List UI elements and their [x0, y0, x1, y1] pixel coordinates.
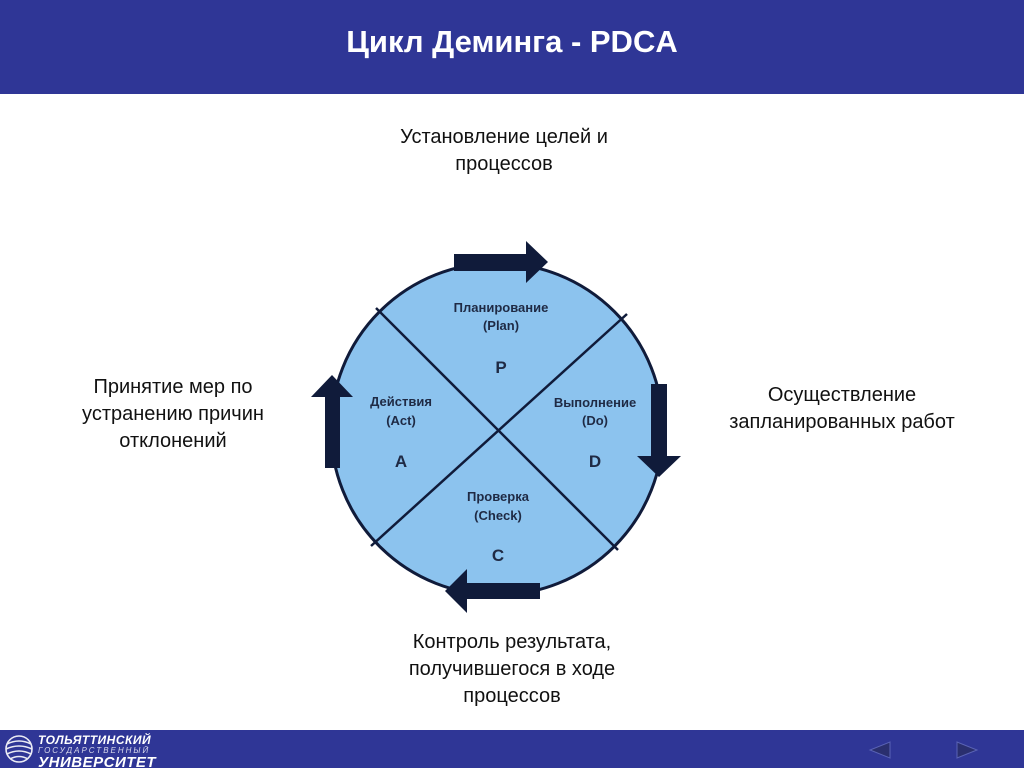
act-letter: A: [395, 452, 407, 471]
triangle-left-icon: [868, 741, 891, 759]
arrow-up-icon: [311, 375, 353, 468]
check-label: Проверка: [467, 489, 530, 504]
caption-plan-description: Установление целей и процессов: [400, 126, 608, 175]
page-title: Цикл Деминга - PDCA: [346, 24, 678, 59]
triangle-right-icon: [956, 741, 979, 759]
prev-slide-button[interactable]: [868, 741, 892, 759]
logo-line-1: ТОЛЬЯТТИНСКИЙ: [38, 733, 152, 747]
do-sub: (Do): [582, 413, 608, 428]
check-letter: C: [492, 546, 504, 565]
divider-line-2: [370, 313, 628, 547]
university-logo: ТОЛЬЯТТИНСКИЙ ГОСУДАРСТВЕННЫЙ УНИВЕРСИТЕ…: [38, 733, 157, 771]
footer-bar: ТОЛЬЯТТИНСКИЙ ГОСУДАРСТВЕННЫЙ УНИВЕРСИТЕ…: [0, 730, 1024, 771]
divider-line-1: [375, 307, 619, 551]
university-emblem-icon: [5, 735, 33, 763]
header-bar: Цикл Деминга - PDCA: [0, 0, 1024, 94]
arrow-left-icon: [445, 569, 540, 613]
act-sub: (Act): [386, 413, 416, 428]
check-sub: (Check): [474, 508, 522, 523]
plan-sub: (Plan): [483, 318, 519, 333]
caption-act-description: Принятие мер по устранению причин отклон…: [82, 376, 264, 452]
arrow-down-icon: [637, 384, 681, 477]
logo-line-3: УНИВЕРСИТЕТ: [38, 754, 157, 771]
arrow-right-icon: [454, 241, 548, 283]
caption-do-description: Осуществление запланированных работ: [729, 384, 955, 433]
act-label: Действия: [370, 394, 432, 409]
caption-check-description: Контроль результата, получившегося в ход…: [408, 631, 616, 707]
plan-letter: P: [495, 358, 506, 377]
logo-line-2: ГОСУДАРСТВЕННЫЙ: [38, 746, 151, 755]
do-letter: D: [589, 452, 601, 471]
do-label: Выполнение: [554, 395, 636, 410]
plan-label: Планирование: [454, 300, 549, 315]
next-slide-button[interactable]: [955, 741, 979, 759]
